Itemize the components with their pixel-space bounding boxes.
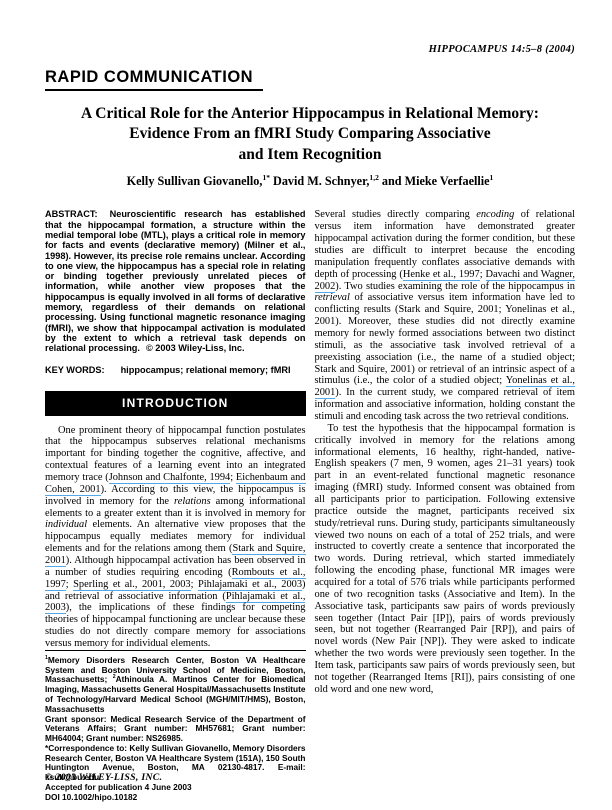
abstract-text: Neuroscientific research has established… [45,209,306,354]
text-segment: Athinoula A. Martinos Center for Biomedi… [45,674,306,714]
text-segment: Kelly Sullivan Giovanello, [126,174,263,189]
text-segment: ) and retrieval of associative informati… [45,578,306,602]
citation-link[interactable]: Stark and Squire, 2001 [45,543,306,567]
citation-link[interactable]: Rombouts et al., 1997 [45,566,306,591]
text-segment: ; [479,268,486,280]
text-segment: ; [65,578,74,590]
text-segment: relations [174,495,211,507]
citation-link[interactable]: Pihlajamaki et al., 2003 [198,578,303,591]
text-segment: among informational elements to a greate… [45,495,306,519]
section-label-row: RAPID COMMUNICATION [45,55,575,91]
text-segment: ). In the current study, we compared ret… [314,387,576,422]
text-segment: David M. Schnyer, [269,174,370,189]
text-segment: 1* [262,173,270,183]
keywords-row: KEY WORDS: hippocampus; relational memory… [45,365,306,375]
text-segment: 2 [112,674,116,681]
text-segment: and Mieke Verfaellie [378,174,490,189]
article-title: A Critical Role for the Anterior Hippoca… [45,104,575,165]
text-segment: ). According to this view, the hippocamp… [45,483,306,507]
two-column-layout: ABSTRACT:Neuroscientific research has es… [45,209,576,802]
doi-note: DOI 10.1002/hipo.10182 [45,791,138,802]
introduction-heading: INTRODUCTION [45,390,306,416]
text-segment: ). Although hippocampal activation has b… [45,554,306,578]
text-segment: 1 [45,655,48,662]
citation-link[interactable]: Davachi and Wagner, 2002 [314,268,575,293]
text-segment: To test the hypothesis that the hippocam… [314,422,576,695]
citation-link[interactable]: Johnson and Chalfonte, 1994 [108,471,231,484]
footnotes: 1Memory Disorders Research Center, Bosto… [45,649,306,803]
text-segment: 1 [489,173,494,183]
grant-note: Grant sponsor: Medical Research Service … [45,713,306,744]
copyright-footer: © 2003 WILEY-LISS, INC. [45,772,163,784]
article-title-line3: and Item Recognition [238,145,382,163]
citation-link[interactable]: Yonelinas et al., 2001 [314,375,576,400]
introduction-paragraph: One prominent theory of hippocampal func… [45,425,306,650]
correspondence-note: *Correspondence to: Kelly Sullivan Giova… [45,742,306,783]
text-segment: elements. An alternative view proposes t… [45,519,306,555]
text-segment: One prominent theory of hippocampal func… [45,424,306,483]
text-segment: 1,2 [369,173,379,183]
keywords-text: hippocampus; relational memory; fMRI [120,364,291,375]
abstract: ABSTRACT:Neuroscientific research has es… [45,209,306,353]
accepted-note: Accepted for publication 4 June 2003 [45,782,192,792]
text-segment: ; [190,578,198,590]
text-segment: encoding [476,209,515,221]
text-segment: of associative versus item information h… [314,292,576,387]
section-label: RAPID COMMUNICATION [45,68,264,91]
citation-link[interactable]: Henke et al., 1997 [402,268,480,281]
text-segment: Several studies directly comparing [314,209,477,221]
citation-link[interactable]: Sperling et al., 2001, 2003 [73,578,191,591]
text-segment: Memory Disorders Research Center, Boston… [45,654,306,685]
keywords-label: KEY WORDS: [45,364,105,375]
text-segment: ), the implications of these findings fo… [45,602,306,649]
abstract-label: ABSTRACT: [45,209,98,220]
citation-link[interactable]: Eichenbaum and Cohen, 2001 [45,471,306,496]
text-segment: retrieval [314,292,350,304]
body-paragraph-2: To test the hypothesis that the hippocam… [315,423,576,696]
authors-line: Kelly Sullivan Giovanello,1* David M. Sc… [45,174,575,189]
left-column: ABSTRACT:Neuroscientific research has es… [45,209,306,802]
affiliation-note: 1Memory Disorders Research Center, Bosto… [45,654,306,715]
text-segment: ; [230,471,236,483]
text-segment: of relational versus item information ha… [314,209,576,280]
body-paragraph-1: Several studies directly comparing encod… [314,209,576,422]
text-segment: ). Two studies examining the role of the… [335,280,575,292]
article-title-line1: A Critical Role for the Anterior Hippoca… [81,105,539,122]
article-title-line2: Evidence From an fMRI Study Comparing As… [129,125,491,143]
right-column: Several studies directly comparing encod… [314,209,576,765]
abstract-copyright: © 2003 Wiley-Liss, Inc. [145,343,245,354]
journal-header: HIPPOCAMPUS 14:5–8 (2004) [428,44,575,55]
citation-link[interactable]: Pihlajamaki et al., 2003 [45,590,306,615]
text-segment: individual [45,519,88,531]
